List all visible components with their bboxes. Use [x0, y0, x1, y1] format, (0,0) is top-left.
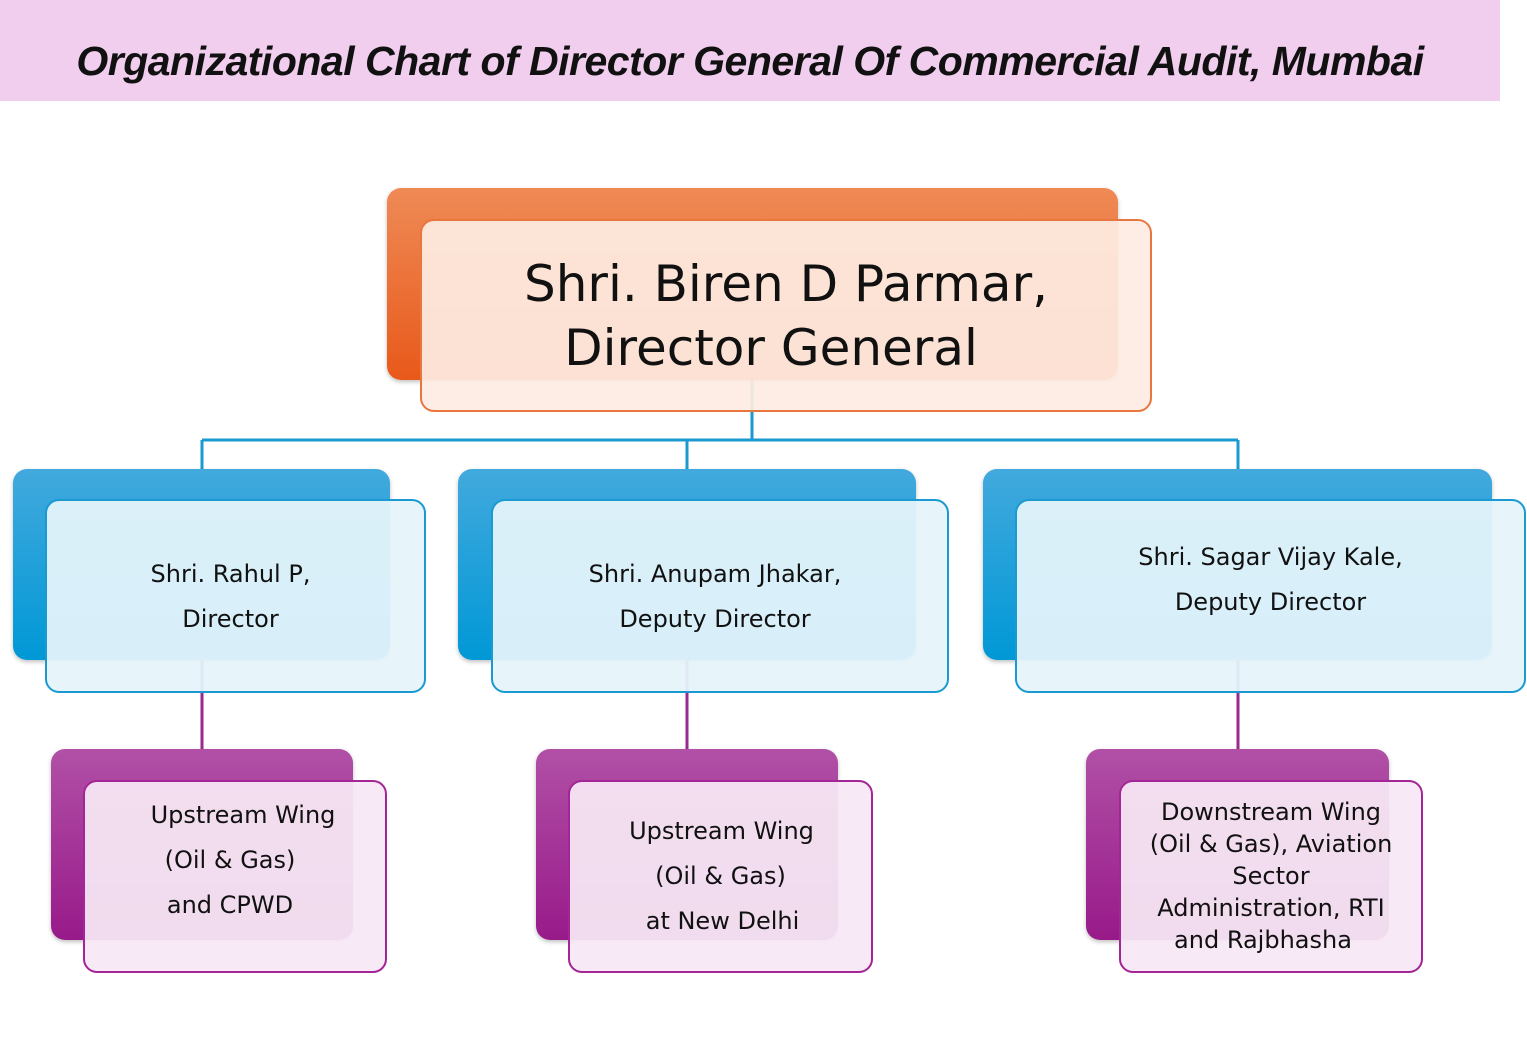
director-node-2-text: Shri. Anupam Jhakar, Deputy Director [491, 552, 949, 642]
director-node-2 [491, 499, 949, 693]
wing-node-3-line-3: Sector [1232, 862, 1310, 890]
top-node [420, 219, 1152, 412]
wing-node-3-text: Downstream Wing (Oil & Gas), Aviation Se… [1119, 796, 1423, 956]
director-node-2-role: Deputy Director [619, 605, 811, 633]
director-node-1 [45, 499, 426, 693]
wing-node-2-line-1: Upstream Wing [629, 817, 814, 845]
director-node-3-role: Deputy Director [1174, 588, 1367, 616]
director-node-1-role: Director [182, 605, 279, 633]
wing-node-3-line-5: and Rajbhasha [1174, 926, 1352, 954]
top-node-name: Shri. Biren D Parmar, [523, 255, 1049, 313]
wing-node-2-text: Upstream Wing (Oil & Gas) at New Delhi [568, 809, 873, 944]
wing-node-1-line-1: Upstream Wing [150, 801, 336, 829]
top-node-text: Shri. Biren D Parmar, Director General [420, 252, 1152, 380]
director-node-3 [1015, 499, 1526, 693]
wing-node-2-line-2: (Oil & Gas) [655, 862, 786, 890]
director-node-1-text: Shri. Rahul P, Director [45, 552, 426, 642]
wing-node-3-line-4: Administration, RTI [1157, 894, 1385, 922]
wing-node-1-line-3: and CPWD [166, 891, 294, 919]
wing-node-2 [568, 780, 873, 973]
wing-node-3-line-2: (Oil & Gas), Aviation [1149, 830, 1393, 858]
director-node-1-name: Shri. Rahul P, [150, 560, 311, 588]
director-node-3-text: Shri. Sagar Vijay Kale, Deputy Director [1015, 535, 1526, 625]
top-node-role: Director General [564, 319, 978, 377]
wing-node-1-text: Upstream Wing (Oil & Gas) and CPWD [83, 793, 387, 928]
director-node-2-name: Shri. Anupam Jhakar, [588, 560, 842, 588]
wing-node-1-line-2: (Oil & Gas) [164, 846, 296, 874]
director-node-3-name: Shri. Sagar Vijay Kale, [1138, 543, 1403, 571]
chart-title: Organizational Chart of Director General… [76, 38, 1424, 84]
wing-node-2-line-3: at New Delhi [645, 907, 800, 935]
wing-node-3 [1119, 780, 1423, 973]
title-banner: Organizational Chart of Director General… [0, 0, 1500, 101]
wing-node-1 [83, 780, 387, 973]
wing-node-3-line-1: Downstream Wing [1160, 798, 1382, 826]
